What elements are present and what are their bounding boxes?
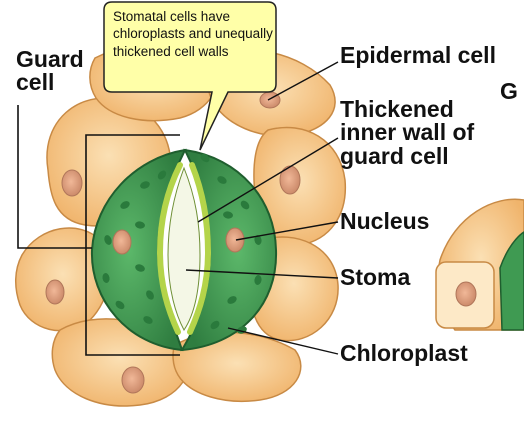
label-guard-cell: Guard cell [16,46,84,96]
guard-nucleus-right [225,227,245,253]
label-nucleus: Nucleus [340,208,430,234]
leader-thickened-wall [197,137,339,223]
second-stoma-partial [435,198,524,331]
label-thickened-wall: Thickened inner wall of guard cell [340,96,475,169]
leader-stoma [185,269,339,279]
guard-cell-bracket [17,105,180,356]
leader-epidermal [267,61,339,101]
label-partial-g: G [500,78,518,104]
label-epidermal-cell: Epidermal cell [340,42,496,68]
stoma-pore [167,166,201,331]
callout-bubble [103,1,277,151]
epidermal-cell [172,331,302,402]
chloroplasts-left [102,170,167,324]
leader-lines [185,61,339,355]
guard-nucleus-left [112,229,132,255]
leader-nucleus [235,221,339,241]
guard-cells [90,148,278,352]
label-chloroplast: Chloroplast [340,340,468,366]
callout-text: Stomatal cells have chloroplasts and une… [113,9,273,59]
leader-chloroplast [227,327,339,355]
label-stoma: Stoma [340,264,411,290]
